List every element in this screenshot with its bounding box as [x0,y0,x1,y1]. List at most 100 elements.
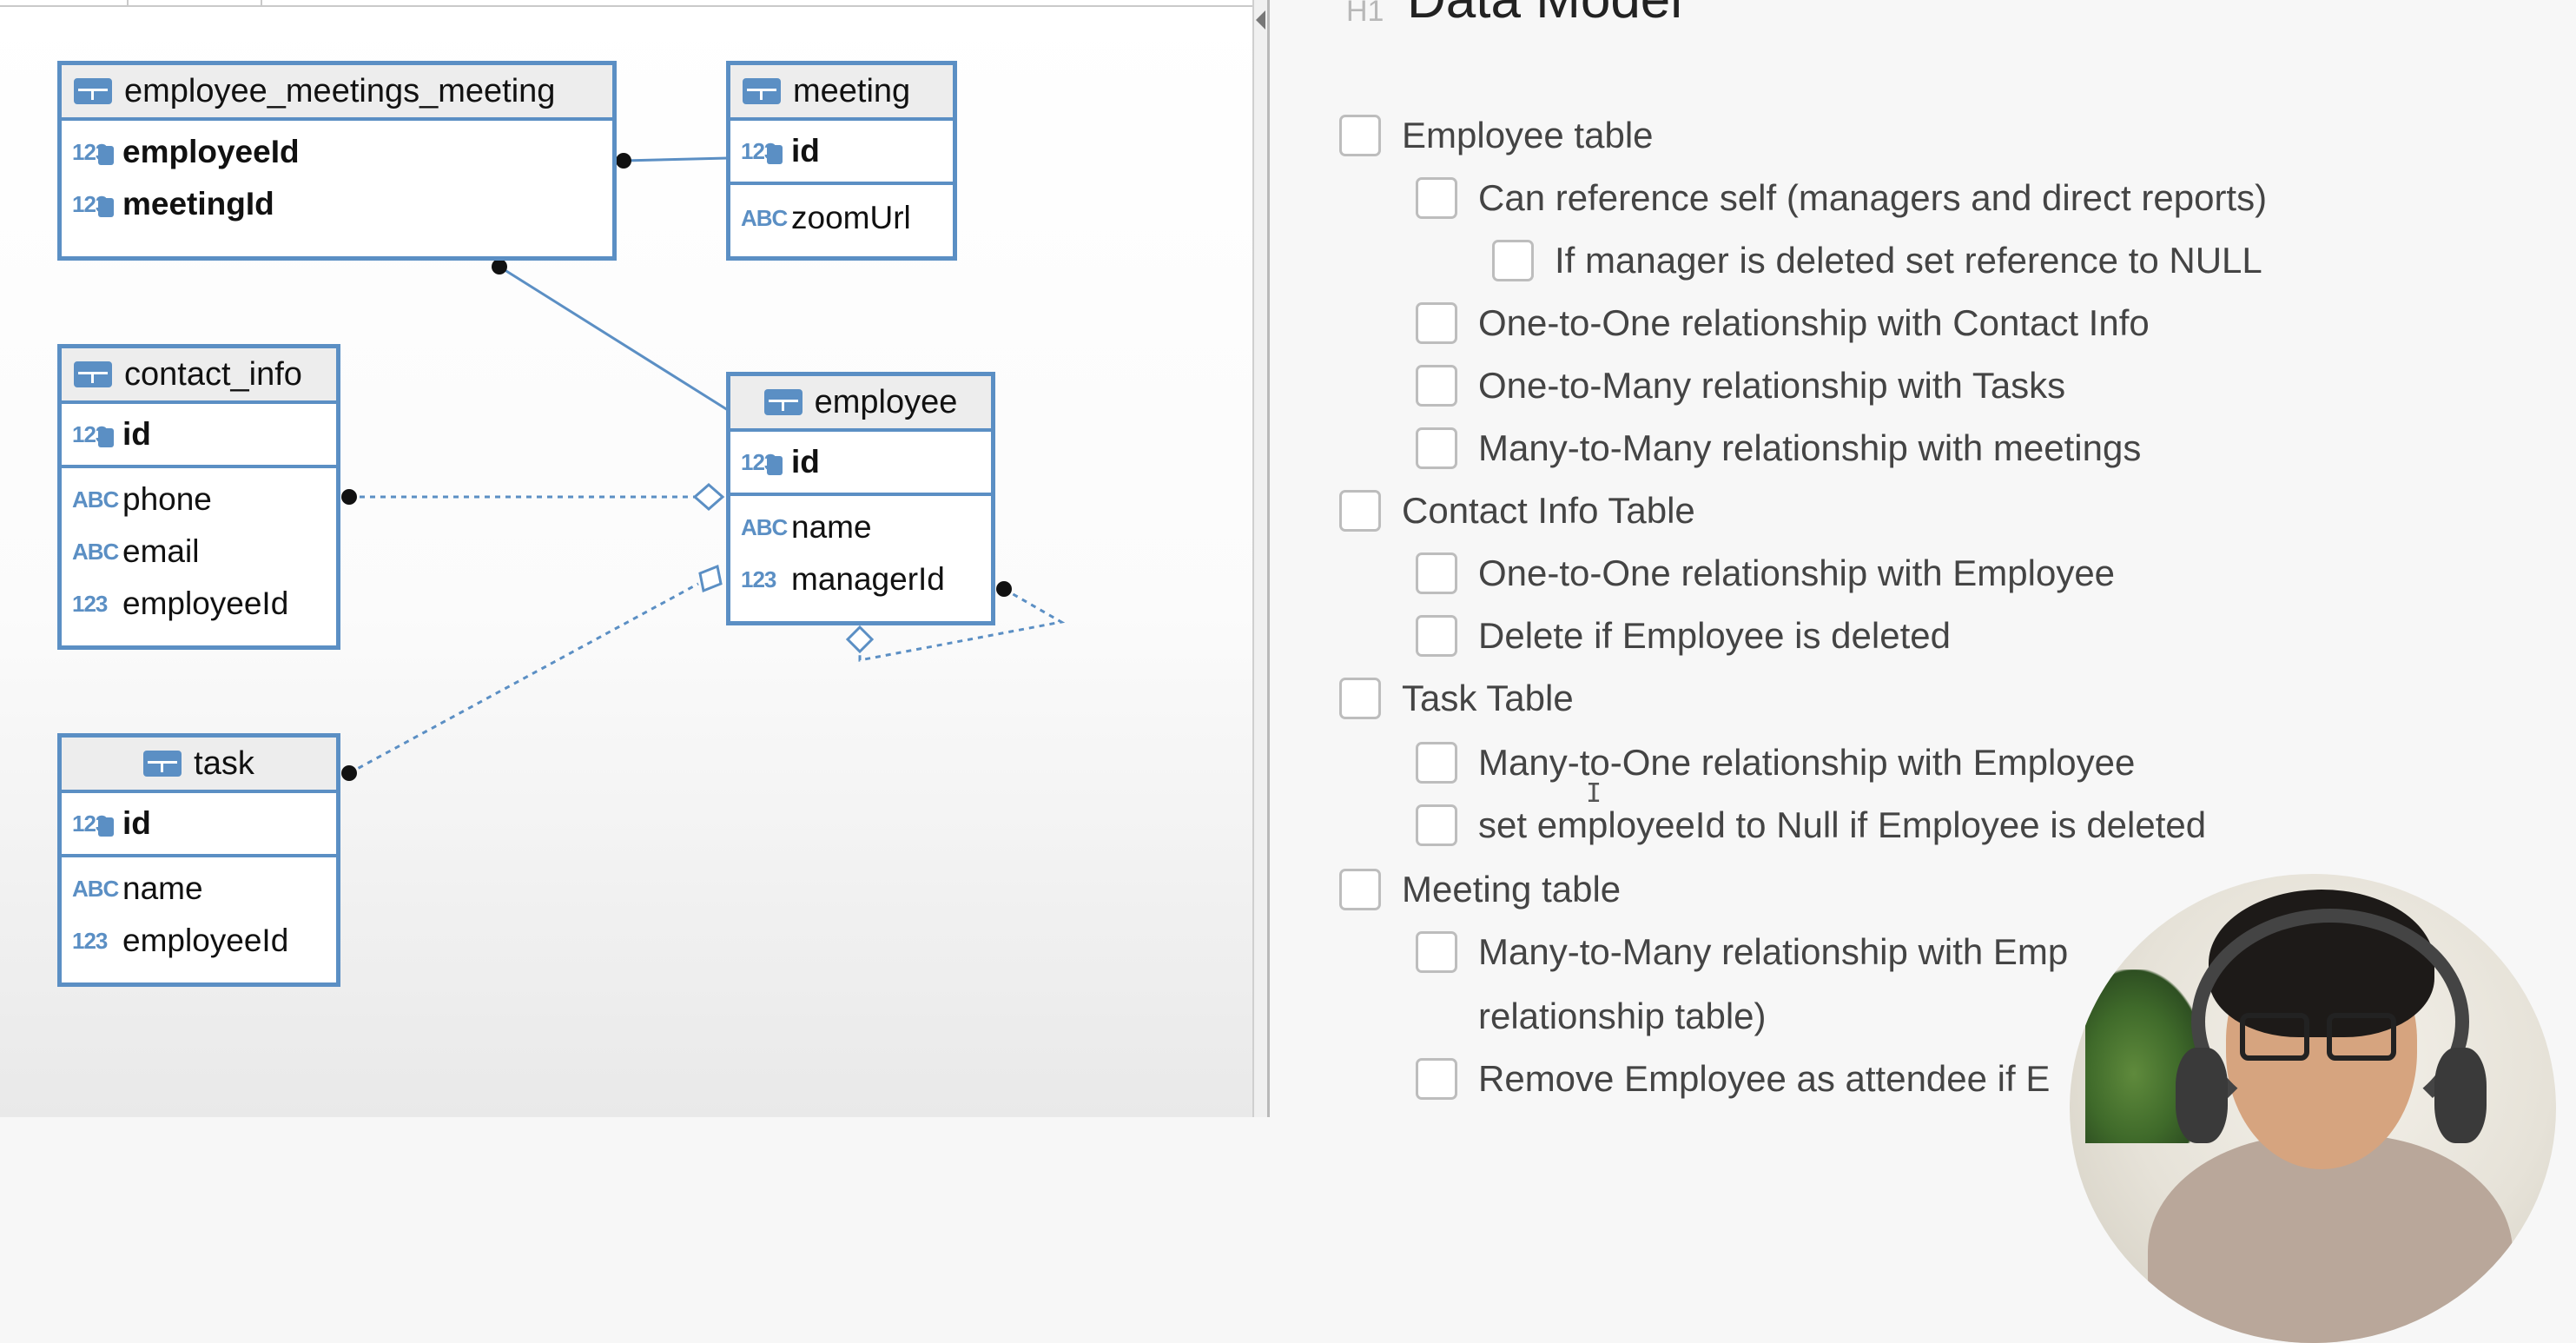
id-section: 123 id [62,793,336,857]
todo-item[interactable]: One-to-One relationship with Contact Inf… [1416,292,2150,354]
checkbox[interactable] [1416,427,1457,469]
column-row[interactable]: 123 employeeId [62,126,612,178]
todo-item[interactable]: Contact Info Table [1339,480,1695,542]
text-type-icon: ABC [72,875,119,902]
column-row[interactable]: ABC email [62,526,336,578]
todo-item-continuation[interactable]: relationship table) [1478,985,1767,1048]
table-employee[interactable]: employee 123 id ABC name 123 managerId [726,372,995,625]
checkbox[interactable] [1339,490,1381,532]
connector-dot [616,153,631,169]
key-number-type-icon: 123 [741,449,791,476]
todo-text[interactable]: set employeeId to Null if Employee is de… [1478,804,2207,845]
panel-splitter[interactable] [1252,0,1270,1117]
collapse-arrow-icon[interactable] [1256,10,1265,30]
key-number-type-icon: 123 [72,810,122,837]
todo-text[interactable]: One-to-One relationship with Contact Inf… [1478,302,2150,343]
todo-item[interactable]: Many-to-One relationship with Employee [1416,731,2135,794]
todo-text[interactable]: Contact Info Table [1402,490,1695,531]
table-contact-info[interactable]: contact_info 123 id ABC phone ABC email … [57,344,340,650]
table-header[interactable]: employee_meetings_meeting [62,65,612,121]
column-name: id [791,133,820,169]
id-section: 123 id [730,121,953,185]
text-type-icon: ABC [72,486,119,513]
todo-item[interactable]: Many-to-Many relationship with meetings [1416,417,2141,480]
todo-text[interactable]: One-to-One relationship with Employee [1478,552,2116,593]
table-task[interactable]: task 123 id ABC name 123 employeeId [57,733,340,987]
todo-text[interactable]: relationship table) [1478,996,1767,1036]
todo-item[interactable]: Meeting table [1339,858,1621,921]
column-row[interactable]: 123 id [62,793,336,854]
todo-text[interactable]: Can reference self (managers and direct … [1478,177,2268,218]
column-row[interactable]: 123 employeeId [62,578,336,630]
connector-dot [492,259,507,275]
todo-item[interactable]: One-to-Many relationship with Tasks [1416,354,2065,417]
table-header[interactable]: employee [730,376,991,432]
todo-text[interactable]: Many-to-Many relationship with meetings [1478,427,2142,468]
todo-item[interactable]: If manager is deleted set reference to N… [1492,229,2262,292]
checkbox[interactable] [1416,742,1457,784]
column-row[interactable]: ABC zoomUrl [730,185,953,251]
table-icon [74,78,112,104]
checkbox[interactable] [1416,615,1457,657]
todo-item[interactable]: One-to-One relationship with Employee [1416,542,2115,605]
todo-item[interactable]: Can reference self (managers and direct … [1416,167,2267,229]
todo-item[interactable]: Task Table [1339,667,1574,730]
checkbox[interactable] [1416,365,1457,407]
checkbox[interactable] [1416,931,1457,973]
checkbox[interactable] [1416,804,1457,846]
todo-item[interactable]: Delete if Employee is deleted [1416,605,1951,667]
checkbox[interactable] [1339,869,1381,910]
table-employee-meetings-meeting[interactable]: employee_meetings_meeting 123 employeeId… [57,61,617,261]
todo-text[interactable]: If manager is deleted set reference to N… [1555,240,2262,281]
todo-item[interactable]: Many-to-Many relationship with Emp [1416,921,2068,983]
relationship-lines [341,153,1066,781]
diagram-canvas[interactable]: employee_meetings_meeting 123 employeeId… [0,0,1252,1117]
table-meeting[interactable]: meeting 123 id ABC zoomUrl [726,61,957,261]
todo-text[interactable]: One-to-Many relationship with Tasks [1478,365,2066,406]
table-header[interactable]: task [62,738,336,793]
todo-text[interactable]: Many-to-Many relationship with Emp [1478,931,2069,972]
column-row[interactable]: 123 employeeId [62,915,336,967]
column-row[interactable]: 123 id [730,432,991,493]
checkbox[interactable] [1416,302,1457,344]
heading-level-tag: H1 [1346,0,1384,28]
column-row[interactable]: ABC name [62,863,336,915]
checkbox[interactable] [1492,240,1534,281]
checkbox[interactable] [1416,552,1457,594]
column-row[interactable]: 123 id [730,121,953,182]
todo-item[interactable]: Employee table [1339,104,1654,167]
text-type-icon: ABC [741,204,788,231]
column-row[interactable]: 123 managerId [730,553,991,605]
column-name: name [791,509,872,545]
column-name: id [122,416,151,452]
todo-text[interactable]: Meeting table [1402,869,1622,910]
diamond-marker [692,483,725,511]
column-name: id [122,805,151,841]
table-header[interactable]: contact_info [62,348,336,404]
column-row[interactable]: ABC name [730,501,991,553]
connector-dot [341,489,357,505]
column-section: ABC zoomUrl [730,185,953,251]
id-section: 123 id [730,432,991,496]
page-title[interactable]: Data Model [1407,0,1682,30]
todo-item[interactable]: Remove Employee as attendee if E [1416,1048,2050,1110]
checkbox[interactable] [1416,1058,1457,1100]
checkbox[interactable] [1416,177,1457,219]
todo-text[interactable]: Employee table [1402,115,1654,155]
todo-text[interactable]: Many-to-One relationship with Employee [1478,742,2136,783]
todo-text[interactable]: Delete if Employee is deleted [1478,615,1951,656]
column-row[interactable]: 123 meetingId [62,178,612,230]
column-name: id [791,444,820,480]
diamond-marker [845,625,875,654]
todo-text[interactable]: Remove Employee as attendee if E [1478,1058,2051,1099]
connector-dot [996,581,1012,597]
checkbox[interactable] [1339,115,1381,156]
todo-item[interactable]: set employeeId to Null if Employee is de… [1416,794,2206,857]
table-header[interactable]: meeting [730,65,953,121]
checkbox[interactable] [1339,678,1381,719]
column-name: employeeId [122,585,289,621]
text-cursor-icon: I [1586,778,1602,809]
column-row[interactable]: 123 id [62,404,336,465]
column-row[interactable]: ABC phone [62,473,336,526]
todo-text[interactable]: Task Table [1402,678,1574,718]
